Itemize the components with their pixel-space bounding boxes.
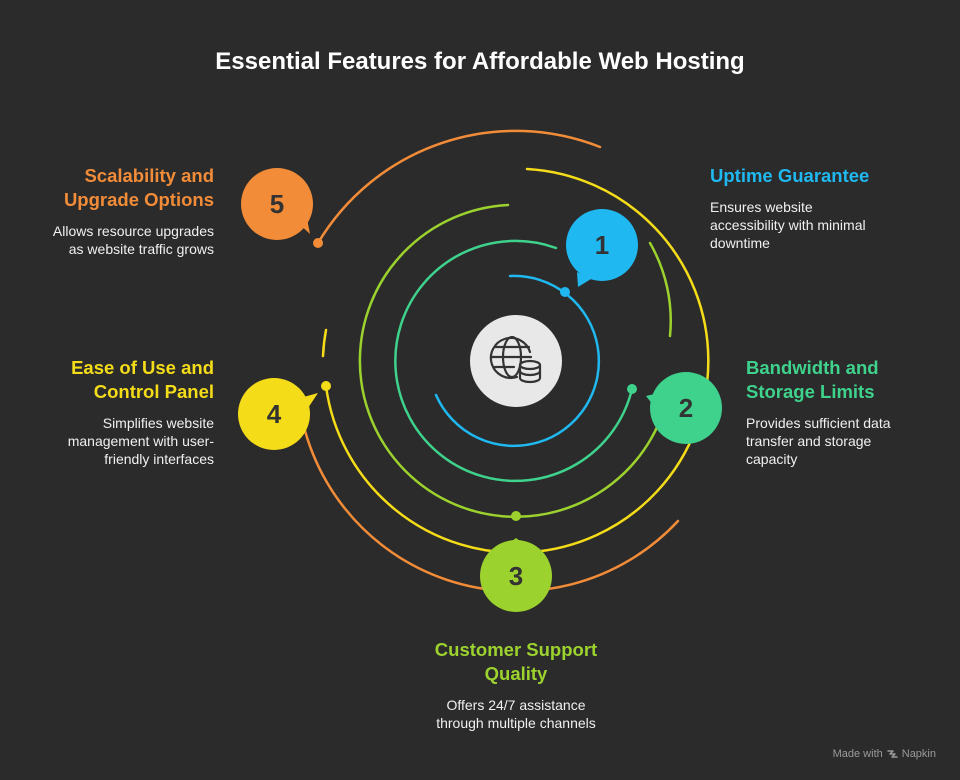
badge-number-3: 3 [509,561,523,591]
globe-database-icon [489,335,542,384]
feature-description-line: management with user- [67,433,214,449]
feature-title: Ease of Use and Control Panel [24,356,214,404]
napkin-logo-icon [887,749,898,758]
made-with-label: Made with [832,748,883,760]
napkin-credit[interactable]: Made with Napkin [833,748,936,760]
bandwidth-arc [394,239,634,483]
feature-title-line: Storage Limits [746,381,875,402]
feature-description-line: through multiple channels [436,715,596,731]
feature-title-line: Customer Support [434,639,598,660]
scalability-dot [313,238,323,248]
feature-description-line: transfer and storage [746,433,872,449]
feature-description-line: Simplifies website [102,415,214,431]
feature-title-line: Bandwidth and [746,357,879,378]
feature-description-line: capacity [746,451,798,467]
napkin-brand-label: Napkin [901,748,936,760]
feature-support: Customer Support Quality Offers 24/7 ass… [396,638,636,732]
center-circle [470,315,562,407]
feature-title: Customer Support Quality [396,638,636,686]
badge-number-4: 4 [267,399,282,429]
feature-title-line: Ease of Use and [71,357,214,378]
support-dot [511,511,521,521]
feature-description-line: friendly interfaces [104,451,214,467]
feature-description-line: downtime [710,235,770,251]
feature-description-line: as website traffic grows [68,241,214,257]
badge-4 [238,378,318,450]
feature-title-line: Upgrade Options [63,189,214,210]
feature-description: Allows resource upgrades as website traf… [24,222,214,258]
badge-3 [480,538,552,612]
feature-title-line: Uptime Guarantee [710,165,870,186]
uptime-dot [560,287,570,297]
badge-number-2: 2 [679,393,693,423]
feature-title-line: Quality [484,663,548,684]
badge-number-1: 1 [595,230,609,260]
feature-description: Provides sufficient data transfer and st… [746,414,946,468]
badge-5 [241,168,313,240]
feature-title: Scalability and Upgrade Options [24,164,214,212]
badge-1 [566,209,638,287]
ease-dot [321,381,331,391]
badge-2 [646,372,722,444]
feature-ease-of-use: Ease of Use and Control Panel Simplifies… [24,356,214,468]
feature-description-line: Provides sufficient data [746,415,891,431]
feature-bandwidth: Bandwidth and Storage Limits Provides su… [746,356,946,468]
scalability-arc [316,129,602,245]
feature-description: Ensures website accessibility with minim… [710,198,930,252]
page-title: Essential Features for Affordable Web Ho… [215,48,745,75]
feature-description: Offers 24/7 assistance through multiple … [396,696,636,732]
feature-description-line: Ensures website [710,199,813,215]
scalability-arc-lower [296,392,680,593]
feature-scalability: Scalability and Upgrade Options Allows r… [24,164,214,258]
feature-description-line: accessibility with minimal [710,217,866,233]
feature-description-line: Allows resource upgrades [52,223,214,239]
bandwidth-dot [627,384,637,394]
support-arc-lower [358,203,672,519]
feature-description: Simplifies website management with user-… [24,414,214,468]
feature-title: Uptime Guarantee [710,164,930,188]
support-arc [648,241,672,338]
feature-title-line: Scalability and [84,165,214,186]
feature-title: Bandwidth and Storage Limits [746,356,946,404]
ease-arc [324,167,710,554]
ease-arc-left [321,328,328,358]
feature-description-line: Offers 24/7 assistance [446,697,586,713]
feature-title-line: Control Panel [93,381,214,402]
feature-uptime: Uptime Guarantee Ensures website accessi… [710,164,930,252]
badge-number-5: 5 [270,189,284,219]
